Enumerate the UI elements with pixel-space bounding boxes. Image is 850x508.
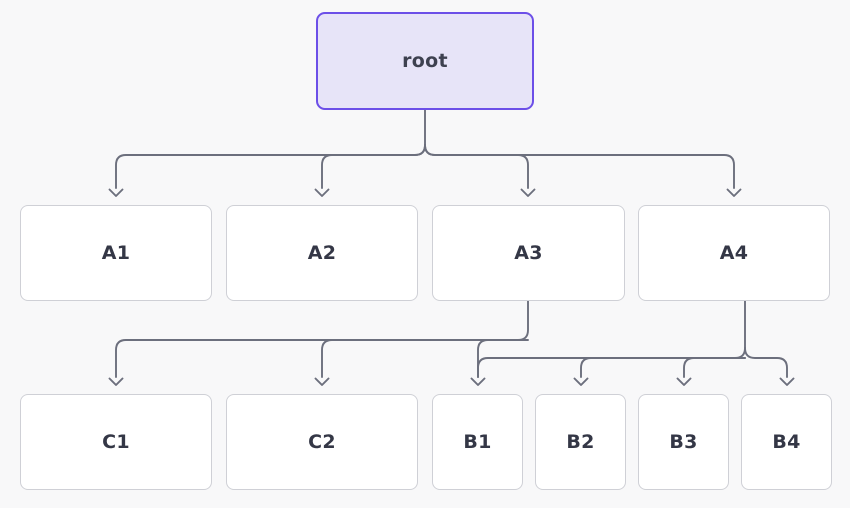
- node-a3[interactable]: A3: [432, 205, 625, 301]
- node-a2[interactable]: A2: [226, 205, 418, 301]
- edge-root-to-A1: [115, 144, 426, 189]
- edge-A3-to-B1: [477, 339, 529, 378]
- edge-root-to-A4: [424, 144, 735, 189]
- node-label-b2: B2: [566, 430, 595, 453]
- arrow-to-A2-icon: [314, 188, 330, 197]
- node-c2[interactable]: C2: [226, 394, 418, 490]
- edge-A4-to-B3: [683, 357, 746, 378]
- arrow-to-A3-icon: [520, 188, 536, 197]
- node-label-a3: A3: [514, 241, 543, 264]
- node-label-a1: A1: [101, 241, 131, 264]
- arrow-to-A1-icon: [108, 188, 124, 197]
- node-label-b1: B1: [463, 430, 492, 453]
- arrow-to-C1-icon: [108, 377, 124, 386]
- node-c1[interactable]: C1: [20, 394, 212, 490]
- arrowhead-group: [108, 188, 795, 386]
- node-label-a2: A2: [307, 241, 337, 264]
- edge-A4-to-B2: [580, 357, 746, 378]
- node-label-c2: C2: [308, 430, 336, 453]
- node-b3[interactable]: B3: [638, 394, 729, 490]
- node-label-b3: B3: [669, 430, 698, 453]
- edge-root-to-A2: [321, 144, 426, 189]
- node-b4[interactable]: B4: [741, 394, 832, 490]
- node-b2[interactable]: B2: [535, 394, 626, 490]
- edge-path-group: [115, 109, 788, 378]
- arrow-to-B1-icon: [470, 377, 486, 386]
- node-label-b4: B4: [772, 430, 801, 453]
- node-label-c1: C1: [102, 430, 130, 453]
- edge-A3-to-C2: [321, 339, 431, 378]
- edge-A3-to-C1: [115, 339, 519, 378]
- arrow-to-B3-icon: [676, 377, 692, 386]
- node-a1[interactable]: A1: [20, 205, 212, 301]
- arrow-to-A4-icon: [726, 188, 742, 197]
- edge-A3-stem: [517, 300, 529, 341]
- node-b1[interactable]: B1: [432, 394, 523, 490]
- edge-A4-bus-left: [477, 347, 746, 378]
- node-label-root: root: [402, 49, 448, 72]
- arrow-to-C2-icon: [314, 377, 330, 386]
- node-root[interactable]: root: [316, 12, 534, 110]
- edge-A4-to-B4: [744, 347, 788, 378]
- arrow-to-B2-icon: [573, 377, 589, 386]
- node-label-a4: A4: [719, 241, 749, 264]
- arrow-to-B4-icon: [779, 377, 795, 386]
- node-a4[interactable]: A4: [638, 205, 830, 301]
- edge-root-to-A3: [424, 144, 529, 189]
